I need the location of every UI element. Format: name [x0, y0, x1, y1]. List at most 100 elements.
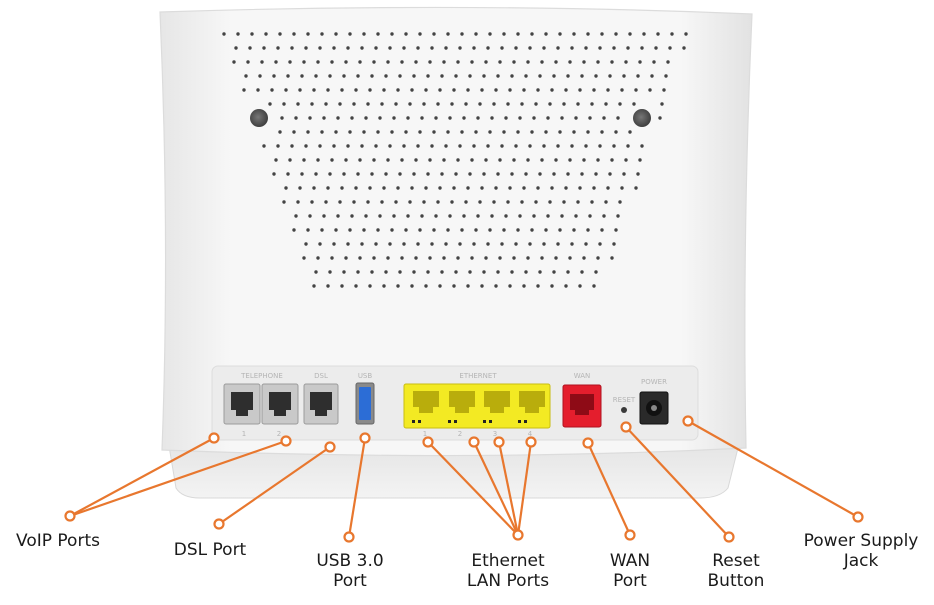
vent-hole — [306, 228, 310, 232]
vent-hole — [444, 46, 448, 50]
vent-hole — [330, 60, 334, 64]
vent-hole — [562, 200, 566, 204]
vent-hole — [356, 74, 360, 78]
vent-hole — [480, 186, 484, 190]
vent-hole — [474, 228, 478, 232]
vent-hole — [334, 32, 338, 36]
vent-hole — [394, 102, 398, 106]
vent-hole — [356, 270, 360, 274]
vent-hole — [580, 74, 584, 78]
vent-hole — [596, 256, 600, 260]
vent-hole — [556, 242, 560, 246]
vent-hole — [572, 32, 576, 36]
vent-hole — [422, 200, 426, 204]
vent-hole — [640, 46, 644, 50]
vent-hole — [360, 144, 364, 148]
vent-hole — [344, 60, 348, 64]
vent-hole — [514, 144, 518, 148]
vent-hole — [604, 102, 608, 106]
vent-hole — [348, 130, 352, 134]
vent-hole — [598, 46, 602, 50]
vent-hole — [552, 270, 556, 274]
vent-hole — [258, 74, 262, 78]
vent-hole — [400, 158, 404, 162]
vent-hole — [550, 186, 554, 190]
vent-hole — [350, 214, 354, 218]
vent-hole — [560, 214, 564, 218]
lan-led — [524, 420, 527, 423]
vent-hole — [634, 186, 638, 190]
vent-hole — [536, 284, 540, 288]
vent-hole — [476, 116, 480, 120]
vent-hole — [570, 46, 574, 50]
vent-hole — [432, 228, 436, 232]
vent-hole — [638, 158, 642, 162]
vent-hole — [256, 88, 260, 92]
vent-hole — [648, 88, 652, 92]
vent-hole — [470, 158, 474, 162]
vent-hole — [404, 228, 408, 232]
vent-hole — [514, 242, 518, 246]
vent-hole — [486, 144, 490, 148]
vent-hole — [598, 242, 602, 246]
vent-hole — [650, 74, 654, 78]
vent-hole — [348, 32, 352, 36]
vent-hole — [410, 284, 414, 288]
vent-hole — [516, 130, 520, 134]
silk-wan: WAN — [574, 372, 591, 380]
vent-hole — [544, 130, 548, 134]
callout-dot — [582, 437, 594, 449]
callout-line — [687, 420, 859, 518]
vent-hole — [490, 116, 494, 120]
vent-hole — [612, 46, 616, 50]
vent-hole — [546, 214, 550, 218]
vent-hole — [336, 214, 340, 218]
vent-hole — [562, 102, 566, 106]
vent-hole — [624, 60, 628, 64]
callout-lines — [64, 415, 864, 543]
wan-port-socket — [570, 394, 594, 415]
vent-hole — [544, 32, 548, 36]
vent-hole — [550, 284, 554, 288]
vent-hole — [626, 144, 630, 148]
vent-hole — [586, 228, 590, 232]
vent-hole — [250, 32, 254, 36]
vent-hole — [576, 200, 580, 204]
vent-hole — [482, 74, 486, 78]
vent-hole — [662, 88, 666, 92]
vent-hole — [456, 256, 460, 260]
vent-hole — [334, 228, 338, 232]
vent-hole — [244, 74, 248, 78]
callout-dot — [624, 529, 636, 541]
vent-hole — [312, 284, 316, 288]
vent-hole — [488, 130, 492, 134]
vent-hole — [618, 102, 622, 106]
vent-hole — [634, 88, 638, 92]
vent-hole — [458, 144, 462, 148]
vent-hole — [358, 60, 362, 64]
vent-hole — [232, 60, 236, 64]
vent-hole — [372, 256, 376, 260]
vent-hole — [430, 144, 434, 148]
vent-hole — [540, 158, 544, 162]
vent-hole — [424, 88, 428, 92]
vent-hole — [324, 102, 328, 106]
vent-hole — [292, 32, 296, 36]
vent-hole — [388, 144, 392, 148]
vent-hole — [510, 270, 514, 274]
vent-hole — [508, 284, 512, 288]
vent-hole — [528, 144, 532, 148]
vent-hole — [438, 284, 442, 288]
callout-dot — [208, 432, 220, 444]
vent-hole — [378, 214, 382, 218]
vent-hole — [528, 242, 532, 246]
vent-hole — [432, 32, 436, 36]
vent-hole — [468, 270, 472, 274]
vent-hole — [670, 32, 674, 36]
vent-hole — [352, 102, 356, 106]
vent-hole — [370, 74, 374, 78]
vent-hole — [474, 32, 478, 36]
vent-hole — [402, 46, 406, 50]
vent-hole — [418, 32, 422, 36]
vent-hole — [426, 172, 430, 176]
